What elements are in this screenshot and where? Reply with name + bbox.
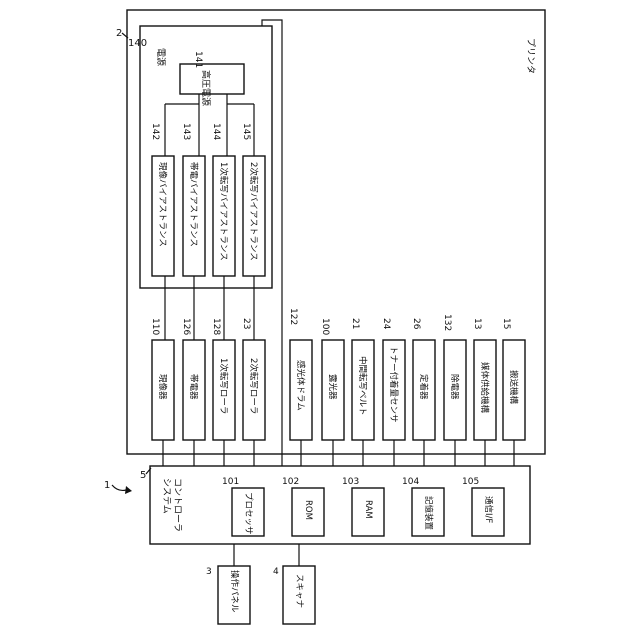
unit-label: 帯電器 xyxy=(188,374,199,400)
controller-label-2: コントローラ xyxy=(172,478,183,532)
system-ref-arrowhead xyxy=(125,486,132,494)
ctrl-ref: 105 xyxy=(462,477,479,487)
unit-label: 感光体ドラム xyxy=(295,360,306,411)
hv-supply-ref: 141 xyxy=(193,51,203,68)
ctrl-label: 通信I/F xyxy=(483,496,494,523)
unit-label: トナー付着量センサ xyxy=(388,346,399,423)
bias-ref: 145 xyxy=(241,123,251,140)
unit-label: 1次転写ローラ xyxy=(218,358,229,414)
unit-ref: 23 xyxy=(241,318,251,329)
unit-ref: 122 xyxy=(288,308,298,325)
printer-label: プリンタ xyxy=(525,38,536,74)
unit-label: 媒体供給機構 xyxy=(479,362,490,414)
ctrl-label: プロセッサ xyxy=(243,492,253,535)
unit-label: 中間転写ベルト xyxy=(357,356,368,416)
hv-supply-box xyxy=(180,64,244,94)
unit-label: 搬送機構 xyxy=(508,370,519,405)
bias-label: 2次転写バイアストランス xyxy=(248,162,259,261)
unit-ref: 132 xyxy=(442,314,452,331)
ctrl-ref: 101 xyxy=(222,477,239,487)
power-ref: 140 xyxy=(128,38,147,49)
unit-ref: 100 xyxy=(320,318,330,335)
hv-supply-label: 高圧電源 xyxy=(200,70,212,106)
system-ref-leader xyxy=(112,485,126,490)
controller-ref: 5 xyxy=(140,470,146,481)
ctrl-ref: 104 xyxy=(402,477,419,487)
unit-ref: 128 xyxy=(211,318,221,335)
controller-label-1: システム xyxy=(161,478,172,514)
external-3: 操作パネル 3 xyxy=(206,566,250,624)
ext-label: スキャナ xyxy=(294,574,304,608)
unit-label: 除電器 xyxy=(449,374,460,400)
printer-ref: 2 xyxy=(116,28,122,39)
ctrl-label: 記憶装置 xyxy=(423,496,434,531)
unit-ref: 126 xyxy=(181,318,191,335)
bias-label: 現像バイアストランス xyxy=(157,162,168,247)
unit-label: 定着器 xyxy=(418,374,429,400)
bias-label: 1次転写バイアストランス xyxy=(218,162,229,261)
ctrl-ref: 103 xyxy=(342,477,359,487)
unit-label: 露光器 xyxy=(327,374,338,400)
bias-label: 帯電バイアストランス xyxy=(188,162,199,247)
bias-ref: 144 xyxy=(211,123,221,140)
external-4: スキャナ 4 xyxy=(273,566,315,624)
unit-ref: 15 xyxy=(501,318,511,329)
bias-ref: 143 xyxy=(181,123,191,140)
unit-ref: 21 xyxy=(350,318,360,329)
unit-ref: 26 xyxy=(411,318,421,330)
unit-ref: 110 xyxy=(150,318,160,335)
ext-ref: 3 xyxy=(206,567,212,577)
unit-label: 現像器 xyxy=(157,374,168,400)
ctrl-label: ROM xyxy=(303,500,313,520)
ctrl-ref: 102 xyxy=(282,477,299,487)
ctrl-label: RAM xyxy=(363,500,373,519)
ext-label: 操作パネル xyxy=(229,570,240,613)
system-ref: 1 xyxy=(104,480,110,491)
unit-ref: 24 xyxy=(381,318,391,330)
ext-ref: 4 xyxy=(273,567,279,577)
unit-label: 2次転写ローラ xyxy=(248,358,259,414)
power-label: 電源 xyxy=(155,48,166,66)
unit-ref: 13 xyxy=(472,318,482,329)
bias-ref: 142 xyxy=(150,123,160,140)
